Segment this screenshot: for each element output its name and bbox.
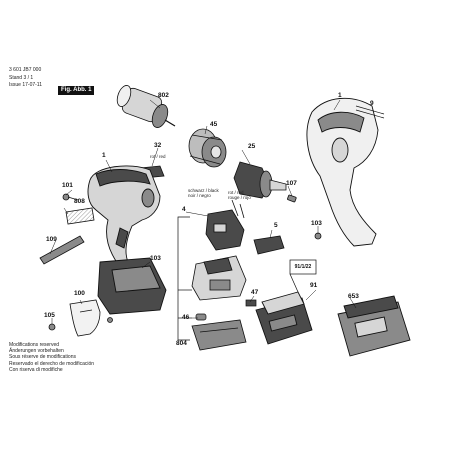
wire-note-red-sub: rouge / rojo (228, 195, 251, 200)
mods-line-en: Modifications reserved (9, 342, 60, 348)
callout-1-right: 1 (338, 92, 342, 99)
mods-line-de: Änderungen vorbehalten (9, 348, 64, 355)
board-part-804 (191, 319, 247, 351)
wire-note-black: schwarz / black (188, 188, 219, 193)
issue-value: 17-07-11 (22, 82, 42, 88)
switch-assembly-frame (177, 216, 192, 341)
callout-91: 91 (310, 282, 318, 289)
callout-4: 4 (182, 206, 186, 213)
callout-107: 107 (286, 180, 297, 187)
callout-100: 100 (74, 290, 85, 297)
switch-part-4 (205, 199, 245, 251)
belt-clip-part-100 (69, 299, 101, 337)
figure-label: Fig. Abb. 1 (58, 86, 95, 95)
screw-part-105 (48, 323, 56, 331)
callout-45: 45 (210, 121, 218, 128)
spring-part-46 (195, 313, 207, 321)
callout-109: 109 (46, 236, 57, 243)
callout-103-right: 103 (311, 220, 322, 227)
ref-91-label: 91/1/22 (294, 264, 312, 270)
wire-note-red: rot / red (228, 190, 244, 195)
stand-value: 3 / 1 (23, 75, 34, 81)
callout-103-left: 103 (150, 255, 161, 262)
ref-91-box-outline (289, 259, 317, 293)
motor-part-802 (116, 85, 176, 128)
leader-lines (49, 99, 357, 324)
stand-label: Stand (9, 75, 23, 81)
callout-47: 47 (251, 289, 259, 296)
part-number: 3 601 JB7 000 (9, 67, 42, 73)
callout-1-left: 1 (102, 152, 106, 159)
screw-part-101 (62, 193, 79, 201)
callout-804: 804 (176, 340, 187, 347)
callout-653: 653 (348, 293, 359, 300)
stand-row: Stand 3 / 1 (9, 75, 33, 81)
callout-32: 32 (154, 142, 162, 149)
grip-part-808 (65, 207, 95, 225)
callout-5: 5 (274, 222, 278, 229)
callout-105: 105 (44, 312, 55, 319)
part-47 (245, 299, 257, 307)
callout-802: 802 (158, 92, 169, 99)
callout-46: 46 (182, 314, 190, 321)
wire-note-red-top: rot / red (150, 154, 166, 159)
mods-line-fr: Sous réserve de modifications (9, 354, 76, 361)
wire-note-black-sub: noir / negro (188, 193, 211, 198)
battery-part-91 (255, 291, 313, 345)
part-9 (355, 105, 385, 119)
screw-part-107 (287, 194, 297, 203)
mods-line-es: Reservado el derecho de modificación (9, 360, 95, 367)
modifications-notice: Modifications reserved Änderungen vorbeh… (9, 342, 94, 373)
electronics-holder (191, 255, 247, 301)
issue-label: Issue (9, 82, 21, 88)
callout-808: 808 (74, 198, 85, 205)
housing-base (97, 257, 167, 315)
callout-9: 9 (370, 100, 374, 107)
bit-holder-part-109 (39, 235, 85, 265)
callout-25: 25 (248, 143, 256, 150)
screw-clip (107, 317, 113, 323)
gearbox-part-45 (188, 128, 227, 168)
callout-101: 101 (62, 182, 73, 189)
housing-half-left (87, 165, 161, 265)
housing-half-right (306, 97, 379, 247)
chuck-part-25 (233, 161, 287, 199)
charger-part-653 (337, 295, 411, 357)
mods-line-it: Con riserva di modifiche (9, 366, 63, 373)
issue-row: Issue 17-07-11 (9, 82, 42, 88)
slider-part-5 (253, 235, 285, 255)
